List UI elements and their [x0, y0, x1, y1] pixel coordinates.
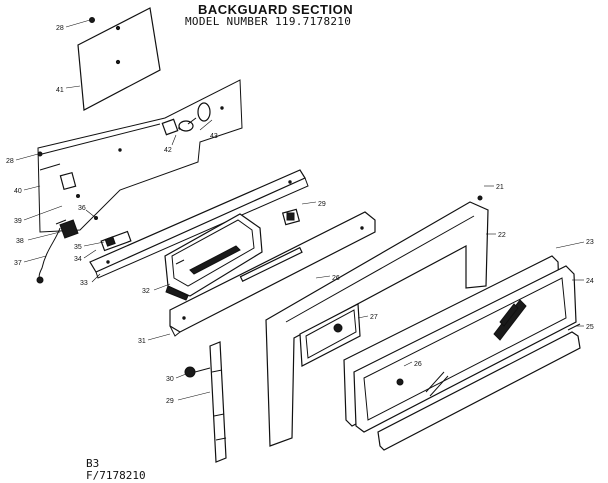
callout-41: 41: [56, 87, 64, 94]
callout-26-b: 26: [414, 361, 422, 368]
callout-35: 35: [74, 244, 82, 251]
callout-36: 36: [78, 205, 86, 212]
callout-22: 22: [498, 232, 506, 239]
part-33-upper-rail: [89, 169, 309, 279]
callout-39: 39: [14, 218, 22, 225]
callout-42: 42: [164, 147, 172, 154]
callout-31: 31: [138, 338, 146, 345]
callout-29-b: 29: [318, 201, 326, 208]
part-21-screw: [477, 195, 483, 201]
part-22-backguard-frame: [265, 195, 489, 447]
part-27-lamp-shield: [299, 303, 361, 367]
part-31-lower-rail: [169, 211, 376, 337]
part-42-43-lamp-socket: [161, 102, 211, 136]
callout-24: 24: [586, 278, 594, 285]
callout-43: 43: [210, 133, 218, 140]
callout-38: 38: [16, 238, 24, 245]
part-34-36-switch: [94, 216, 132, 252]
part-37-39-wiring: [36, 219, 79, 284]
section-title: BACKGUARD SECTION: [198, 2, 354, 17]
page-code: B3: [86, 457, 100, 470]
callout-27: 27: [370, 314, 378, 321]
figure-code: F/7178210: [86, 469, 146, 482]
part-29-knob-top: [281, 208, 301, 226]
callout-23: 23: [586, 239, 594, 246]
part-30-knob-lower: [184, 366, 211, 378]
part-28-screw: [89, 17, 95, 23]
callout-26-a: 26: [332, 275, 340, 282]
model-number: MODEL NUMBER 119.7178210: [185, 15, 352, 28]
leader-lines: [15, 19, 585, 401]
callout-34: 34: [74, 256, 82, 263]
part-25-lower-trim: [377, 323, 581, 451]
part-29-end-trim: [209, 341, 227, 463]
callout-33: 33: [80, 280, 88, 287]
part-32-panel-housing: [164, 213, 263, 301]
callout-25: 25: [586, 324, 594, 331]
callout-30: 30: [166, 376, 174, 383]
part-41-cover-plate: [77, 7, 161, 111]
callout-21: 21: [496, 184, 504, 191]
callout-28-a: 28: [56, 25, 64, 32]
callout-32: 32: [142, 288, 150, 295]
part-24-trim-frame: [353, 265, 577, 433]
callout-40: 40: [14, 188, 22, 195]
callout-28-b: 28: [6, 158, 14, 165]
callout-37: 37: [14, 260, 22, 267]
callout-labels: 28 41 43 42 28 40 39 38 37 36 35 34 33 3…: [6, 25, 594, 405]
callout-29-a: 29: [166, 398, 174, 405]
